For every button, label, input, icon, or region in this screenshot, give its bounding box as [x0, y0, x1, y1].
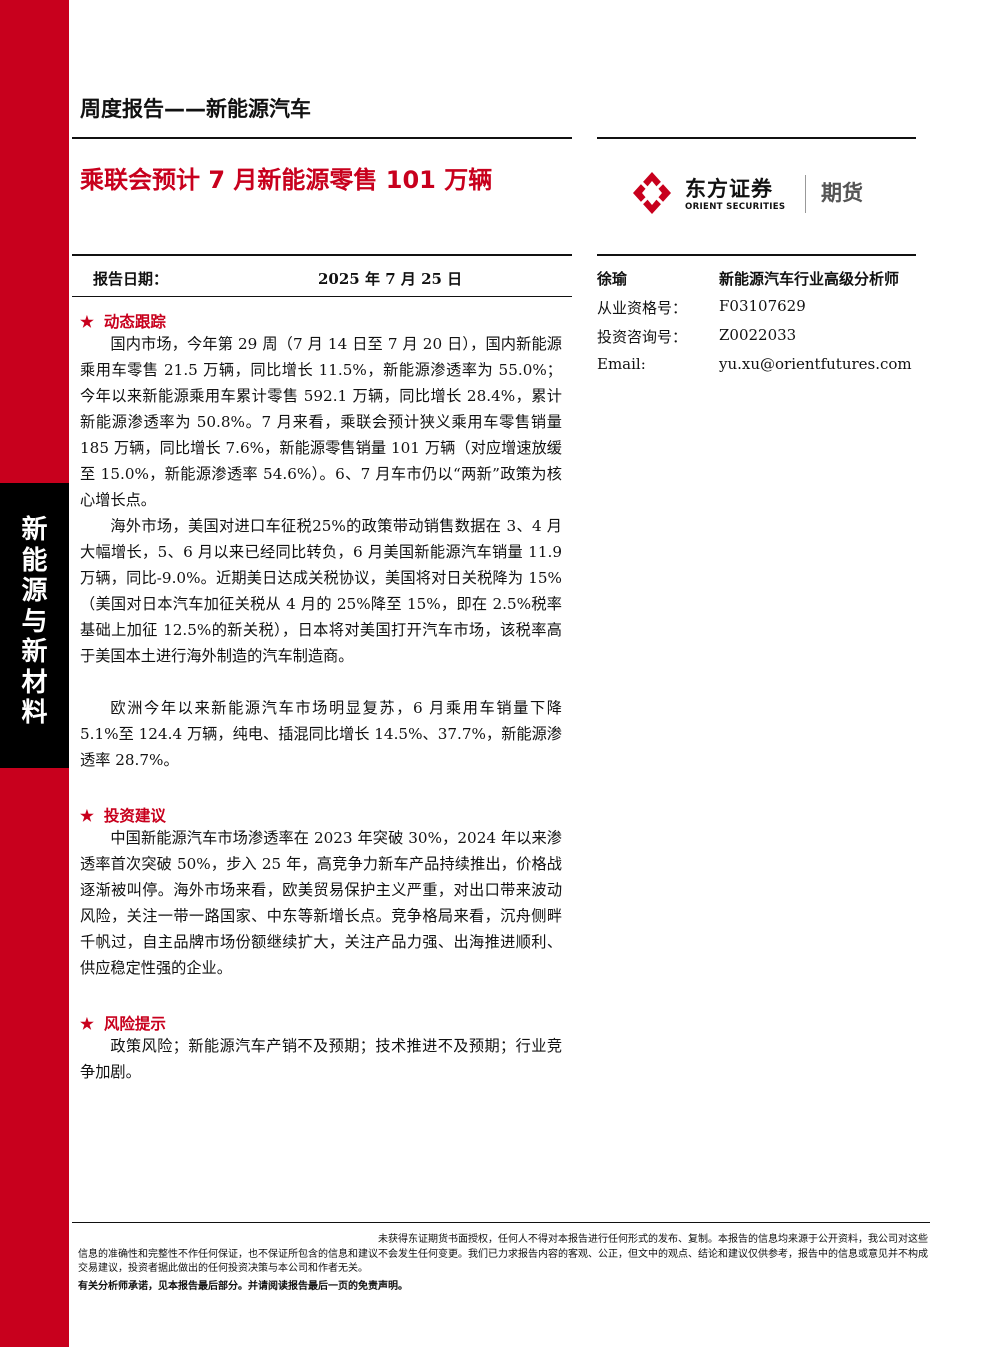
paragraph: 中国新能源汽车市场渗透率在 2023 年突破 30%，2024 年以来渗透率首次… — [80, 829, 562, 977]
footer-disclaimer: 未获得东证期货书面授权，任何人不得对本报告进行任何形式的发布、复制。本报告的信息… — [78, 1234, 928, 1274]
orient-logo-icon — [633, 172, 671, 214]
section-heading-tracking: ★ 动态跟踪 — [80, 310, 166, 332]
star-icon: ★ — [80, 312, 94, 331]
section-heading-text: 风险提示 — [103, 1014, 166, 1033]
section-heading-text: 投资建议 — [103, 806, 166, 825]
qualification-value: F03107629 — [719, 297, 806, 315]
analyst-name: 徐瑜 — [597, 270, 628, 288]
logo-en-text: ORIENT SECURITIES — [685, 202, 786, 212]
logo-cn-text: 东方证券 — [685, 177, 773, 201]
star-icon: ★ — [80, 806, 94, 825]
paragraph: 政策风险；新能源汽车产销不及预期；技术推进不及预期；行业竞争加剧。 — [80, 1037, 562, 1081]
star-icon: ★ — [80, 1014, 94, 1033]
page-title: 乘联会预计 7 月新能源零售 101 万辆 — [80, 166, 493, 194]
sidebar-category-char: 料 — [21, 698, 48, 728]
date-rule-top — [72, 254, 572, 256]
paragraph: 欧洲今年以来新能源汽车市场明显复苏，6 月乘用车销量下降 5.1%至 124.4… — [80, 699, 562, 769]
section-heading-risk: ★ 风险提示 — [80, 1012, 166, 1034]
report-date-label: 报告日期： — [93, 270, 169, 288]
header-rule-left — [72, 137, 572, 139]
consulting-label: 投资咨询号： — [597, 328, 688, 346]
paragraph: 海外市场，美国对进口车征税25%的政策带动销售数据在 3、4 月大幅增长，5、6… — [80, 517, 562, 665]
sidebar-category-char: 与 — [21, 606, 48, 637]
logo-divider — [805, 175, 806, 213]
section-heading-text: 动态跟踪 — [103, 312, 166, 331]
paragraph: 国内市场，今年第 29 周（7 月 14 日至 7 月 20 日），国内新能源乘… — [80, 335, 562, 509]
sidebar-category-char: 能 — [21, 545, 48, 576]
qualification-label: 从业资格号： — [597, 299, 688, 317]
analyst-card: 徐瑜 新能源汽车行业高级分析师 从业资格号： F03107629 投资咨询号： … — [597, 268, 937, 384]
sidebar-category-label: 新 能 源 与 新 材 料 — [0, 515, 69, 729]
analyst-rule-top — [597, 254, 916, 256]
email-label: Email: — [597, 355, 646, 373]
footer-statement: 有关分析师承诺，见本报告最后部分。并请阅读报告最后一页的免责声明。 — [78, 1281, 408, 1292]
date-rule-bottom — [72, 296, 572, 297]
sidebar-category-char: 材 — [21, 667, 48, 698]
email-link[interactable]: yu.xu@orientfutures.com — [719, 355, 912, 373]
consulting-value: Z0022033 — [719, 326, 797, 344]
sidebar-category-char: 新 — [21, 637, 48, 667]
header-rule-right — [597, 137, 916, 139]
analyst-title: 新能源汽车行业高级分析师 — [719, 270, 900, 288]
report-type: 周度报告——新能源汽车 — [80, 97, 311, 121]
sidebar-category-box — [0, 483, 69, 768]
logo-suffix: 期货 — [821, 181, 863, 205]
sidebar-category-char: 源 — [21, 576, 48, 606]
section-heading-advice: ★ 投资建议 — [80, 804, 166, 826]
sidebar-category-char: 新 — [21, 515, 48, 545]
company-logo: 东方证券 ORIENT SECURITIES 期货 — [633, 172, 903, 216]
footer-rule — [72, 1222, 930, 1223]
report-date-value: 2025 年 7 月 25 日 — [318, 270, 463, 288]
